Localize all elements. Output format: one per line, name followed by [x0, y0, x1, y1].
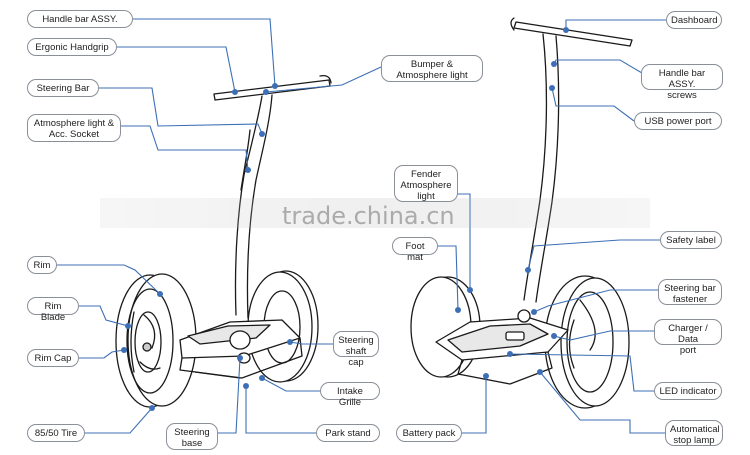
- label-foot-mat: Foot mat: [392, 237, 438, 263]
- label-ergonic-handgrip: Ergonic Handgrip: [27, 38, 117, 56]
- label-fender-atmosphere-light: Fender Atmosphere light: [394, 165, 458, 202]
- watermark-text: trade.china.cn: [282, 202, 455, 230]
- label-steering-base: Steering base: [166, 423, 218, 450]
- label-handle-bar-screws: Handle bar ASSY. screws: [641, 64, 723, 101]
- label-intake-grille: Intake Grille: [320, 382, 380, 408]
- label-rim-blade: Rim Blade: [27, 297, 79, 323]
- label-steering-bar-fastener: Steering bar fastener: [658, 279, 722, 305]
- leader-dots: [121, 27, 569, 411]
- label-dashboard: Dashboard: [666, 11, 722, 29]
- label-rim: Rim: [27, 256, 57, 274]
- label-battery-pack: Battery pack: [396, 424, 462, 442]
- leader-lines: [57, 18, 667, 434]
- label-park-stand: Park stand: [316, 424, 380, 442]
- label-safety-label: Safety label: [660, 231, 722, 249]
- right-scooter: [410, 17, 633, 409]
- label-automatical-stop-lamp: Automatical stop lamp: [665, 420, 723, 446]
- label-bumper-atmosphere-light: Bumper & Atmosphere light: [381, 55, 483, 82]
- label-atmosphere-light-socket: Atmosphere light & Acc. Socket: [27, 114, 121, 142]
- label-usb-power-port: USB power port: [634, 112, 722, 130]
- label-tire: 85/50 Tire: [27, 424, 85, 442]
- left-scooter: [115, 75, 332, 408]
- label-led-indicator: LED indicator: [654, 382, 722, 400]
- label-steering-bar: Steering Bar: [27, 79, 99, 97]
- label-handle-bar-assy: Handle bar ASSY.: [27, 10, 133, 28]
- label-rim-cap: Rim Cap: [27, 349, 79, 367]
- label-steering-shaft-cap: Steering shaft cap: [333, 331, 379, 368]
- watermark-band: [100, 198, 650, 228]
- label-charger-data-port: Charger / Data port: [654, 319, 722, 356]
